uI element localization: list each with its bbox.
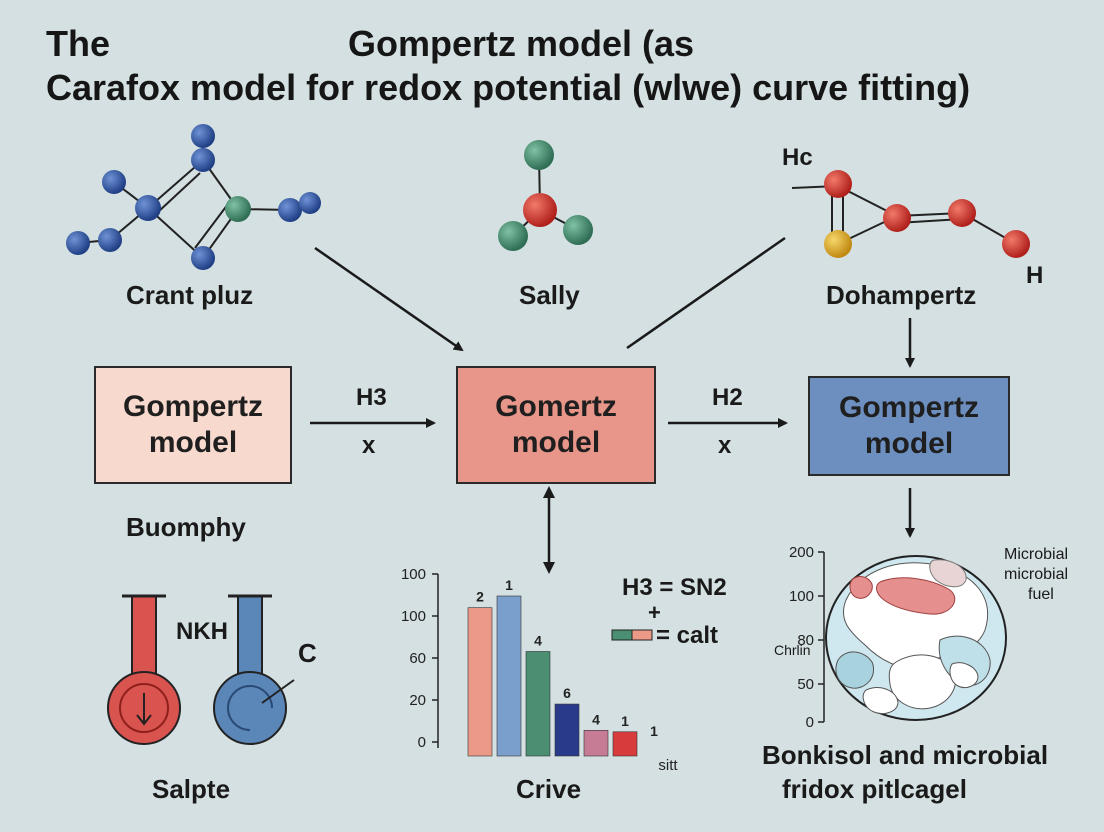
atom-icon xyxy=(824,170,852,198)
bar-data-label: 1 xyxy=(650,723,658,739)
buomphy-label: Buomphy xyxy=(126,512,246,542)
bar xyxy=(496,595,522,757)
bar-y-tick-label: 20 xyxy=(409,692,426,709)
salpte-label: Salpte xyxy=(152,774,231,804)
atom-icon xyxy=(824,230,852,258)
atom-icon xyxy=(883,204,911,232)
bar-y-tick-label: 100 xyxy=(401,566,426,583)
bar-data-label: 6 xyxy=(563,685,571,701)
map-chart: 200 100 80 50 0 xyxy=(789,544,1007,731)
atom-icon xyxy=(524,140,554,170)
map-region xyxy=(929,559,967,588)
atom-label-h: H xyxy=(1026,262,1044,289)
arrow-left-bottom-label: x xyxy=(362,432,376,459)
flask-right-icon xyxy=(213,594,295,745)
bar xyxy=(554,703,580,757)
map-y-tick-label: 0 xyxy=(806,714,814,731)
map-y-tick-label: 50 xyxy=(797,676,814,693)
map-region xyxy=(862,687,899,715)
model-box-right[interactable]: Gompertz model xyxy=(808,376,1010,476)
molecule-left-atoms xyxy=(66,124,321,270)
bar xyxy=(583,730,609,757)
legend-plus: + xyxy=(648,600,661,625)
bar-data-label: 4 xyxy=(592,711,600,727)
arrow-left-top-label: H3 xyxy=(356,384,387,411)
map-y-tick-label: 80 xyxy=(797,632,814,649)
map-title-line1: Microbial xyxy=(1004,546,1069,563)
bar-data-label: 1 xyxy=(505,577,513,593)
bar-data-label: 2 xyxy=(476,589,484,605)
map-ylabel: Chrlin xyxy=(774,642,811,658)
arrow-right-top-label: H2 xyxy=(712,384,743,411)
map-region xyxy=(888,654,957,710)
map-y-tick-label: 200 xyxy=(789,544,814,561)
atom-icon xyxy=(523,193,557,227)
flask-right-label: C xyxy=(298,638,317,668)
bar-y-tick-label: 60 xyxy=(409,650,426,667)
bar xyxy=(525,651,551,757)
molecule-center-label: Sally xyxy=(519,280,580,310)
map-title-line3: fuel xyxy=(1028,586,1054,603)
chart-caption: Crive xyxy=(516,774,582,804)
map-caption-line2: fridox pitlcagel xyxy=(782,774,967,804)
map-region xyxy=(949,662,979,689)
flask-left-label: NKH xyxy=(176,618,228,645)
map-region xyxy=(835,651,874,689)
legend-line2: = calt xyxy=(656,622,719,649)
map-region xyxy=(876,577,956,615)
bar-y-tick-label: 0 xyxy=(418,734,426,751)
atom-label-hc: Hc xyxy=(782,144,813,171)
bar-y-tick-label: 100 xyxy=(401,608,426,625)
atom-icon xyxy=(191,124,215,148)
bar-data-label: 1 xyxy=(621,713,629,729)
legend-swatch xyxy=(611,629,653,641)
atom-icon xyxy=(299,192,321,214)
bar xyxy=(467,607,493,757)
atom-icon xyxy=(278,198,302,222)
atom-icon xyxy=(225,196,251,222)
atom-icon xyxy=(1002,230,1030,258)
flask-left-icon xyxy=(107,594,181,745)
atom-icon xyxy=(498,221,528,251)
atom-icon xyxy=(66,231,90,255)
title-line1-right: Gompertz model (as xyxy=(348,23,695,64)
legend-line1: H3 = SN2 xyxy=(622,574,727,601)
arrow-icon xyxy=(314,246,464,352)
arrow-right-bottom-label: x xyxy=(718,432,732,459)
atom-icon xyxy=(191,148,215,172)
title-line1-left: The xyxy=(46,23,111,64)
molecule-right-label: Dohampertz xyxy=(826,280,977,310)
connector-line xyxy=(626,236,786,350)
map-y-tick-label: 100 xyxy=(789,588,814,605)
atom-icon xyxy=(563,215,593,245)
map-region xyxy=(849,576,873,599)
atom-icon xyxy=(191,246,215,270)
atom-icon xyxy=(135,195,161,221)
model-box-center[interactable]: Gomertz model xyxy=(456,366,656,484)
molecule-left-label: Crant pluz xyxy=(126,280,254,310)
bar-x-tick-label: sitt xyxy=(658,757,678,774)
bar-data-label: 4 xyxy=(534,632,542,648)
map-title-line2: microbial xyxy=(1004,566,1069,583)
atom-icon xyxy=(98,228,122,252)
title-line2: Carafox model for redox potential (wlwe)… xyxy=(46,67,971,108)
bar-chart: 100 100 60 20 0 2 1 4 6 4 1 1 sitt xyxy=(401,566,678,774)
atom-icon xyxy=(948,199,976,227)
map-caption-line1: Bonkisol and microbial xyxy=(762,740,1049,770)
bar xyxy=(612,731,638,757)
atom-icon xyxy=(102,170,126,194)
model-box-left[interactable]: Gompertz model xyxy=(94,366,292,484)
